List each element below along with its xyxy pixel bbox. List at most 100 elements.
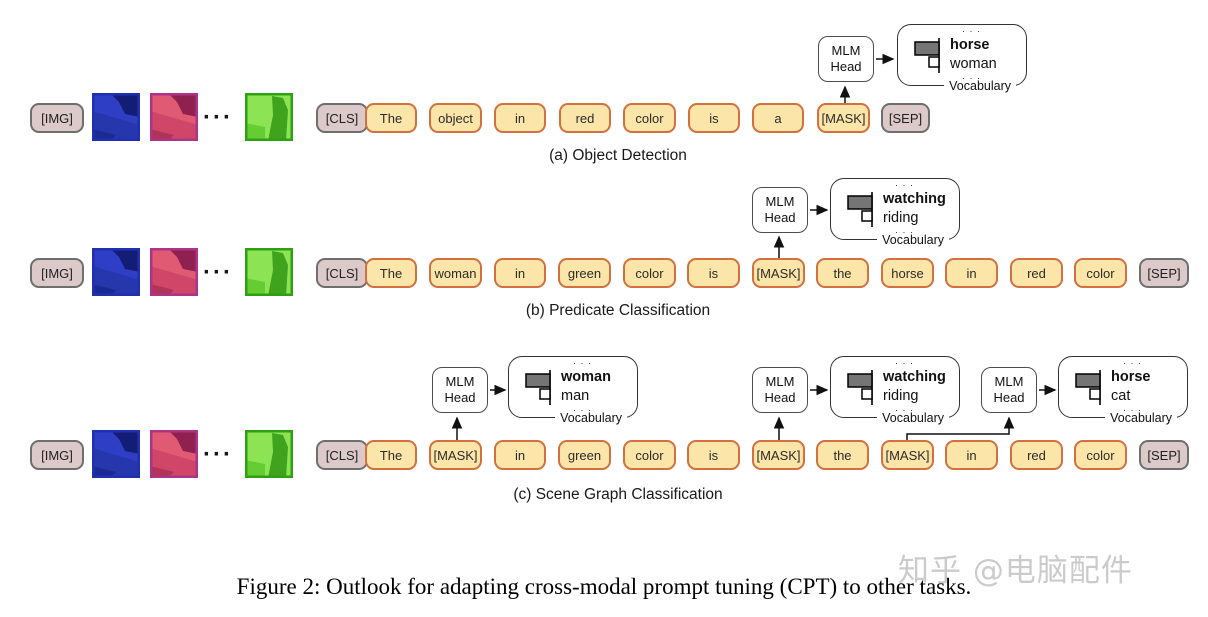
probability-bars-icon [525,370,551,405]
vocab-top-word: watching [883,369,946,385]
vocab-top-word: watching [883,191,946,207]
mlm-head-box: MLM Head [752,187,808,233]
vocab-dots-top: · · · [895,358,914,368]
token-word: red [1010,440,1063,470]
vocab-top-word: woman [561,369,611,385]
token-word: is [687,440,740,470]
vocab-bottom-word: woman [950,56,997,72]
row-caption-c: (c) Scene Graph Classification [513,486,723,503]
vocab-bottom-word: riding [883,388,919,404]
image-patch-green-icon [245,93,293,141]
token-mask: [MASK] [817,103,870,133]
img-token: [IMG] [30,258,84,288]
vocab-bottom-word: cat [1111,388,1131,404]
token-word: color [623,103,676,133]
mlm-head-box: MLM Head [752,367,808,413]
cls-token: [CLS] [316,440,368,470]
vocabulary-label: Vocabulary [1105,411,1177,425]
token-word: color [623,258,676,288]
ellipsis-patches: ··· [203,259,233,286]
token-word: in [494,440,546,470]
token-word: in [494,103,546,133]
img-token: [IMG] [30,440,84,470]
token-mask: [MASK] [752,440,805,470]
image-patch-pink-icon [150,248,198,296]
token-word: in [945,440,998,470]
token-mask: [MASK] [881,440,934,470]
vocabulary-label: Vocabulary [877,233,949,247]
probability-bars-icon [914,38,940,73]
vocab-words: · · · horse cat · · · [1111,359,1151,415]
token-word: color [1074,440,1127,470]
cls-token: [CLS] [316,103,368,133]
token-word: the [816,440,869,470]
token-word: green [558,440,611,470]
vocab-dots-top: · · · [962,26,981,36]
token-word: green [558,258,611,288]
vocabulary-box: · · · watching riding · · · Vocabulary [830,178,960,247]
vocabulary-label: Vocabulary [877,411,949,425]
token-word: in [494,258,546,288]
row-caption-a: (a) Object Detection [549,147,687,164]
vocab-words: · · · watching riding · · · [883,181,946,237]
image-patch-blue-icon [92,430,140,478]
vocab-words: · · · watching riding · · · [883,359,946,415]
token-word: woman [429,258,482,288]
token-mask: [MASK] [429,440,482,470]
token-word: in [945,258,998,288]
vocab-words: · · · woman man · · · [561,359,611,415]
token-word: red [559,103,611,133]
image-patch-pink-icon [150,93,198,141]
token-word: The [365,440,417,470]
token-word: the [816,258,869,288]
vocab-dots-top: · · · [573,358,592,368]
vocab-dots-bottom: · · · [962,73,981,83]
token-word: a [752,103,804,133]
token-word: is [688,103,740,133]
token-word: horse [881,258,934,288]
sep-token: [SEP] [881,103,930,133]
token-word: The [365,103,417,133]
probability-bars-icon [1075,370,1101,405]
watermark: 知乎 @电脑配件 [898,553,1133,589]
vocab-dots-bottom: · · · [895,227,914,237]
vocabulary-box: · · · horse cat · · · Vocabulary [1058,356,1188,425]
probability-bars-icon [847,370,873,405]
vocab-words: · · · horse woman · · · [950,27,997,83]
cls-token: [CLS] [316,258,368,288]
img-token: [IMG] [30,103,84,133]
vocab-dots-bottom: · · · [1123,405,1142,415]
ellipsis-patches: ··· [203,441,233,468]
figure-caption: Figure 2: Outlook for adapting cross-mod… [236,574,972,599]
vocabulary-label: Vocabulary [555,411,627,425]
vocabulary-box: · · · woman man · · · Vocabulary [508,356,638,425]
image-patch-blue-icon [92,248,140,296]
mlm-head-box: MLM Head [818,36,874,82]
vocab-dots-bottom: · · · [895,405,914,415]
vocab-bottom-word: man [561,388,590,404]
sep-token: [SEP] [1139,258,1189,288]
image-patch-blue-icon [92,93,140,141]
token-word: red [1010,258,1063,288]
sep-token: [SEP] [1139,440,1189,470]
token-word: color [623,440,676,470]
ellipsis-patches: ··· [203,104,233,131]
token-word: object [429,103,482,133]
probability-bars-icon [847,192,873,227]
vocab-dots-bottom: · · · [573,405,592,415]
vocab-dots-top: · · · [1123,358,1142,368]
mlm-head-box: MLM Head [432,367,488,413]
row-caption-b: (b) Predicate Classification [525,302,711,319]
vocab-bottom-word: riding [883,210,919,226]
vocabulary-box: · · · horse woman · · · Vocabulary [897,24,1027,93]
token-word: is [687,258,740,288]
vocabulary-label: Vocabulary [944,79,1016,93]
image-patch-green-icon [245,248,293,296]
token-word: The [365,258,417,288]
mlm-head-box: MLM Head [981,367,1037,413]
vocab-dots-top: · · · [895,180,914,190]
image-patch-pink-icon [150,430,198,478]
token-mask: [MASK] [752,258,805,288]
image-patch-green-icon [245,430,293,478]
